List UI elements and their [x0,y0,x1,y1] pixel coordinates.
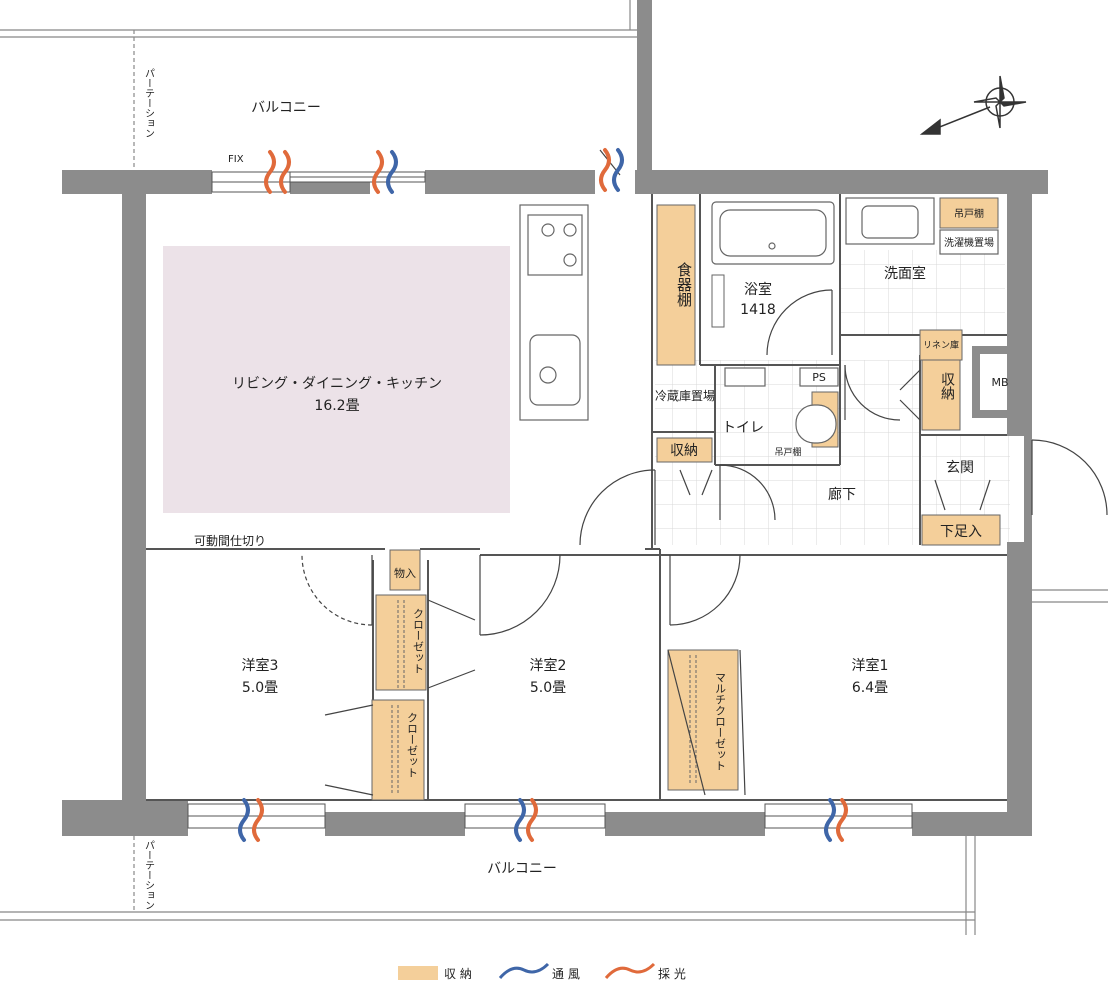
bathtub [711,201,835,265]
washroom-label: 洗面室 [884,265,926,282]
fix-label: FIX [228,154,244,165]
washer-space-label: 洗濯機置場 [944,236,994,249]
legend-daylight-icon [604,962,656,980]
ldk-floor-area [163,246,510,513]
shower-fixture [711,274,725,328]
bottom-balcony [0,589,1108,935]
legend: 収 納 通 風 採 光 [398,962,686,981]
movable-partition-label: 可動間仕切り [194,534,266,548]
balcony-top-label: バルコニー [251,100,321,116]
partition-top-label: パーテーション [143,68,155,138]
ldk-size: 16.2畳 [314,398,359,414]
multi-closet-label: マルチクローゼット [714,672,727,771]
room2-size: 5.0畳 [530,680,566,696]
closet-upper-label: クローゼット [412,608,425,674]
toilet-label: トイレ [722,420,764,436]
storage-washroom-label: 収納 [939,372,955,401]
room1-name: 洋室1 [852,657,889,674]
storage-areas [371,197,1001,801]
legend-ventilation-label: 通 風 [552,967,580,981]
wash-basin [845,197,935,245]
toilet-fixture [724,367,839,444]
closet-lower-label: クローゼット [406,712,419,778]
legend-daylight-label: 採 光 [658,967,686,981]
shoe-box-label: 下足入 [940,524,982,540]
ldk-name: リビング・ダイニング・キッチン [232,376,442,392]
partition-bottom-label: パーテーション [143,840,155,910]
legend-storage-swatch [398,966,438,980]
legend-storage-label: 収 納 [444,967,472,981]
top-balcony [0,0,640,168]
hanging-shelf-label: 吊戸棚 [954,207,984,220]
daylight-icon [252,148,848,842]
wet-area-tiles [840,250,1005,335]
room3-size: 5.0畳 [242,680,278,696]
legend-ventilation-icon [498,962,550,980]
fridge-label: 冷蔵庫置場 [655,389,715,403]
interior-walls [146,194,1007,801]
ps-label: PS [812,371,826,384]
toilet-shelf-label: 吊戸棚 [774,446,801,458]
walls [62,0,1048,836]
balcony-bottom-label: バルコニー [487,861,557,877]
entrance-label: 玄関 [946,459,974,476]
linen-label: リネン庫 [923,339,959,351]
doors [301,149,1108,796]
room3-name: 洋室3 [242,657,279,674]
dish-shelf-label: 食器棚 [675,262,693,307]
mb-label: MB [991,376,1008,389]
kitchen-counter [519,204,589,421]
washer-space [939,229,999,255]
corridor-label: 廊下 [828,486,856,503]
storeroom-label: 物入 [394,566,416,580]
ventilation-icon [238,148,836,842]
bath-size: 1418 [740,302,776,318]
room1-size: 6.4畳 [852,680,888,696]
bath-name: 浴室 [744,281,772,298]
compass-icon [919,75,1027,135]
room2-name: 洋室2 [530,657,567,674]
closet-rods [391,600,697,795]
storage-kitchen-label: 収納 [670,443,698,459]
